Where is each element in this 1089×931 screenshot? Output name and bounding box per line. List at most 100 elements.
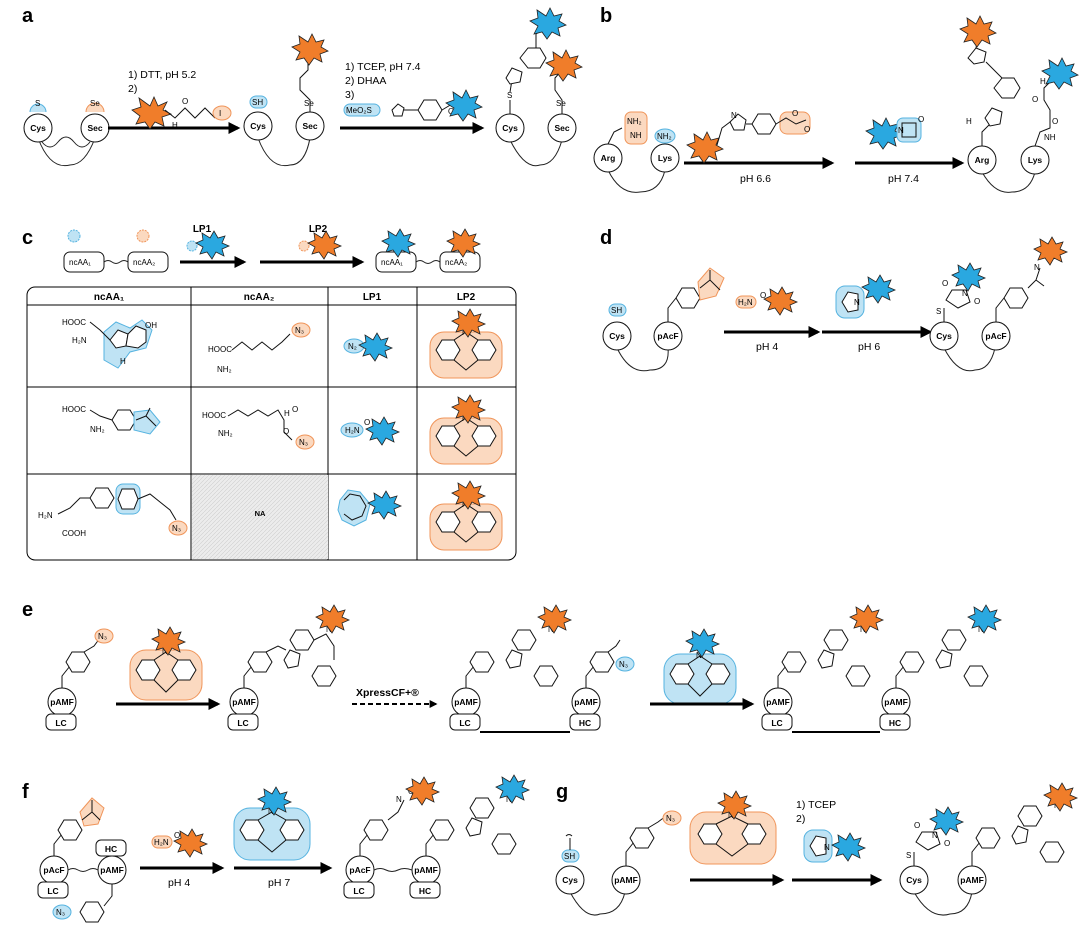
benzene-ring	[239, 819, 265, 841]
peptide-loop	[37, 137, 96, 167]
bond	[89, 321, 111, 341]
panel-label-g: g	[556, 781, 568, 803]
payload-orange-icon	[959, 15, 997, 48]
payload-orange-icon	[405, 776, 441, 806]
benzene-ring	[135, 659, 161, 681]
cys-label: Cys	[936, 331, 952, 341]
sec-label: Sec	[302, 121, 317, 131]
panel-label-c: c	[22, 227, 33, 249]
benzene-ring	[975, 827, 1001, 849]
nh-atom: H	[966, 117, 972, 126]
side-chain	[607, 127, 623, 145]
a-step1-line1: 1) DTT, pH 5.2	[128, 69, 196, 81]
pamf-label: pAMF	[884, 697, 908, 707]
maleimide-ring	[841, 291, 859, 313]
side-chain	[103, 884, 113, 907]
table-header-lp1: LP1	[363, 292, 382, 303]
b-start-structure: Arg Lys NH₂ NH NH₂	[593, 111, 680, 193]
benzene-ring	[289, 629, 315, 651]
azide-tag	[291, 322, 311, 338]
payload-blue-icon	[861, 274, 897, 304]
n-atom: N	[978, 625, 984, 634]
hc-label: HC	[889, 718, 901, 728]
payload-blue-icon	[529, 7, 567, 40]
benzene-ring	[1003, 287, 1029, 309]
side-chain	[465, 665, 475, 688]
protecting-group-blue	[29, 103, 47, 113]
a-reagent-2: MeO₂S O	[343, 89, 483, 122]
o-atom: O	[182, 97, 188, 106]
a-start-structure: Cys Sec S Se	[23, 99, 110, 167]
ncaa2-box	[127, 251, 169, 273]
lc-label: LC	[459, 718, 470, 728]
payload-orange-icon	[315, 604, 351, 634]
se-atom: Se	[304, 99, 314, 108]
linker-wavy	[103, 260, 129, 264]
lc-label: LC	[353, 886, 364, 896]
lp1-handle	[186, 240, 198, 252]
o-atom: O	[448, 107, 454, 116]
table-header-lp2: LP2	[457, 292, 476, 303]
n3-atom: N₃	[619, 660, 628, 669]
benzene-ring	[697, 823, 723, 845]
nh2-atom: NH₂	[218, 429, 233, 438]
cys-label: Cys	[609, 331, 625, 341]
aminooxy-tag	[340, 422, 364, 438]
lc-box	[761, 713, 793, 731]
lc-label: LC	[237, 718, 248, 728]
xpresscf-label: XpressCF+®	[356, 687, 419, 699]
d-reagent-2: N	[835, 274, 897, 319]
pacf-label: pAcF	[349, 865, 370, 875]
acetyl	[699, 270, 721, 291]
cys-label: Cys	[906, 875, 922, 885]
o-atom: O	[914, 821, 920, 830]
a-intermediate: Cys Sec SH Se	[243, 33, 329, 167]
f-start: pAcF pAMF HC LC N₃	[37, 797, 127, 923]
n-atom: N	[1034, 263, 1040, 272]
hooc-atom: HOOC	[202, 411, 226, 420]
side-chain	[53, 833, 63, 856]
n3-atom: N₃	[98, 632, 107, 641]
guanidine-tag	[624, 111, 648, 145]
payload-blue-icon	[365, 416, 401, 446]
sh-atom: SH	[611, 306, 622, 315]
g-reagent-2: N	[803, 829, 867, 863]
c-table: ncAA₁ ncAA₂ LP1 LP2 HOOC H₂N OH H HOOC N…	[26, 286, 517, 561]
oxime	[387, 799, 405, 821]
acetyl	[81, 800, 101, 821]
h2n-atom: H₂N	[345, 426, 360, 435]
triazole-ring	[817, 649, 835, 669]
pacf-label: pAcF	[43, 865, 64, 875]
o-atom: O	[1032, 95, 1038, 104]
peptide-loop	[616, 347, 669, 372]
lactam-tag	[896, 117, 922, 143]
benzene-ring	[589, 651, 615, 673]
n-atom: N	[548, 625, 554, 634]
nh-atom: H	[172, 121, 178, 130]
cys-label: Cys	[30, 123, 46, 133]
carbamate-chain	[227, 409, 293, 441]
n-atom: N	[728, 811, 734, 820]
d-cond-2: pH 6	[858, 341, 880, 353]
oxadiazole-ring	[391, 103, 405, 117]
payload-orange-icon	[545, 49, 583, 82]
azide-tag	[295, 434, 315, 450]
sec-label: Sec	[554, 123, 569, 133]
payload-orange-icon	[849, 604, 885, 634]
payload-blue-icon	[195, 230, 231, 260]
s-atom: S	[507, 91, 512, 100]
thiol-tag	[608, 303, 627, 317]
f-reagent-1: H₂N O	[151, 828, 209, 858]
benzene-ring	[675, 287, 701, 309]
linker	[299, 58, 311, 112]
alkyl-chain	[231, 333, 291, 351]
h2n-atom: H₂N	[38, 511, 53, 520]
nh2-atom: NH₂	[90, 425, 105, 434]
linker-chain	[164, 107, 216, 119]
hc-box	[409, 881, 441, 899]
nh-atom: NH	[630, 131, 642, 140]
lys-residue	[650, 143, 680, 173]
azide-tag	[52, 904, 72, 920]
arg-label: Arg	[601, 153, 616, 163]
n-atom: N	[696, 651, 702, 660]
